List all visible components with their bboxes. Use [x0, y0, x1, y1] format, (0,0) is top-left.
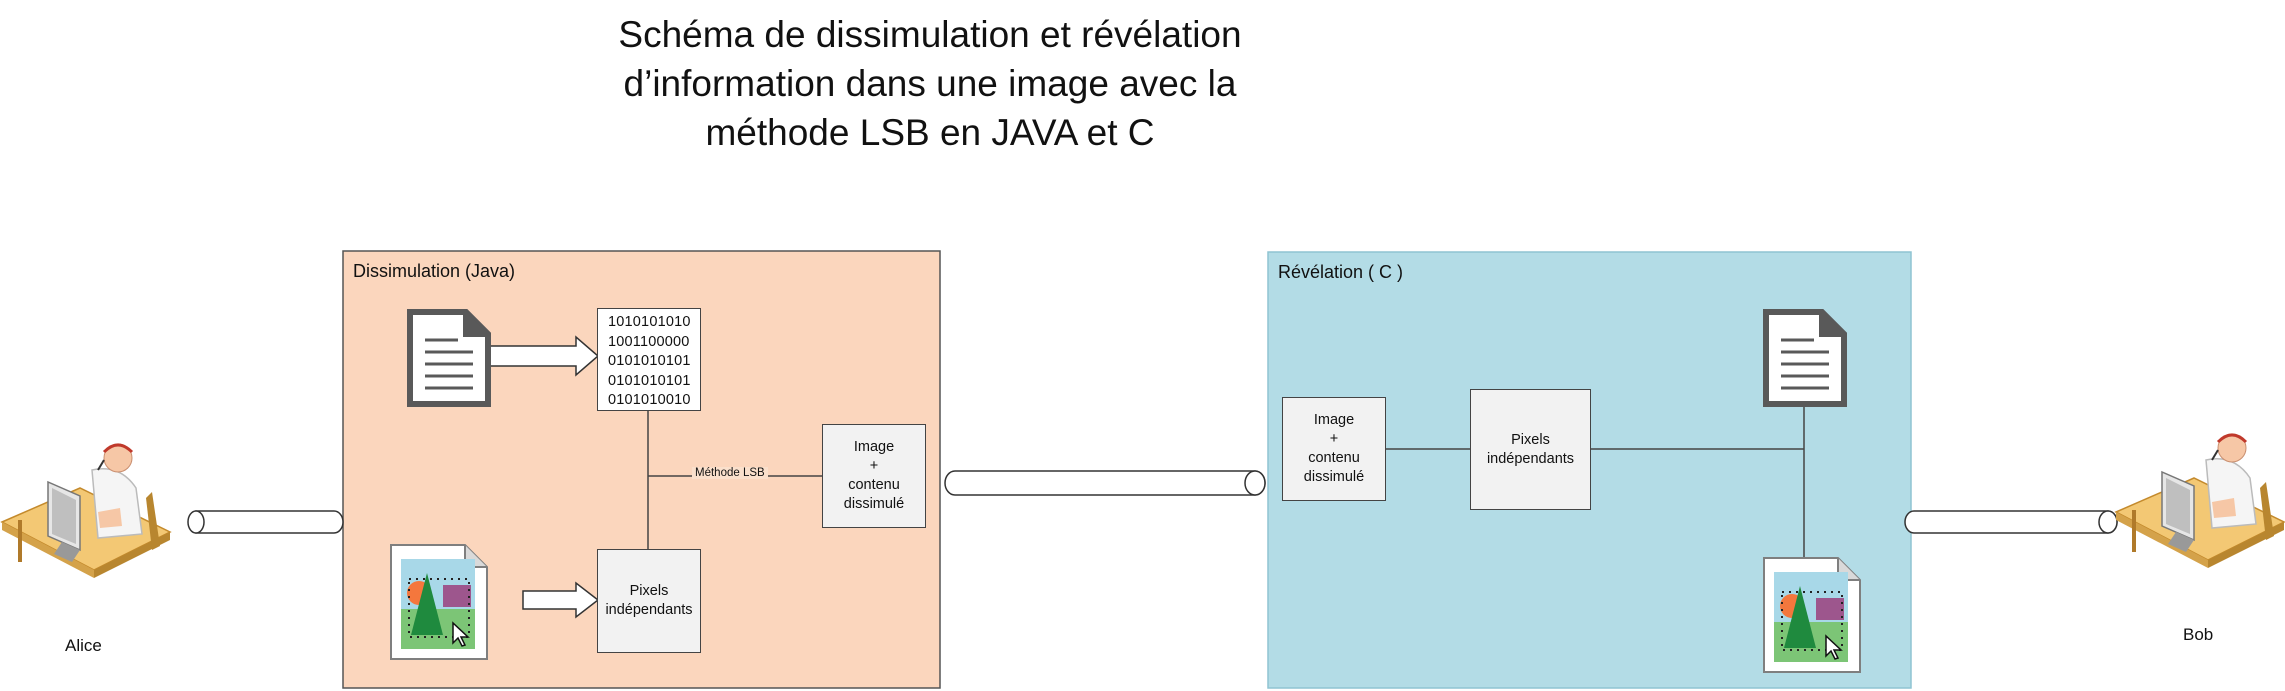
document-icon: [410, 312, 488, 404]
binary-line: 0101010101: [608, 353, 691, 369]
pixels-label-line: indépendants: [1486, 450, 1575, 467]
input-label-line: dissimulé: [1303, 469, 1365, 485]
diagram-title: Schéma de dissimulation et révélation d’…: [560, 10, 1300, 157]
image-file-icon: [1763, 557, 1861, 673]
block-arrow-icon: [488, 335, 600, 377]
result-label-line: Image: [853, 439, 895, 455]
bob-user-at-computer-icon: [2114, 432, 2285, 570]
result-label-line: dissimulé: [843, 496, 905, 512]
pipe-alice-to-hide: [187, 510, 344, 534]
panel-label-revelation: Révélation ( C ): [1278, 262, 1404, 282]
input-label-line: contenu: [1308, 450, 1360, 466]
title-line-2: d’information dans une image avec la: [623, 63, 1237, 104]
alice-user-at-computer-icon: [0, 442, 172, 580]
lsb-method-label: Méthode LSB: [692, 467, 768, 479]
binary-line: 0101010101: [608, 372, 691, 389]
title-line-1: Schéma de dissimulation et révélation: [618, 14, 1242, 55]
binary-line: 0101010010: [608, 392, 691, 408]
pixels-label-line: Pixels: [1511, 431, 1550, 448]
result-label-line: contenu: [848, 477, 900, 493]
receiver-name: Bob: [2183, 625, 2214, 644]
block-arrow-icon: [522, 581, 600, 619]
pixels-box-reveal: Pixels indépendants: [1470, 389, 1591, 510]
image-file-icon: [390, 544, 488, 660]
image-with-hidden-content-box-reveal: Image + contenu dissimulé: [1282, 397, 1386, 501]
binary-line: 1010101010: [608, 314, 691, 330]
result-label-line: +: [869, 458, 879, 474]
pipe-reveal-to-bob: [1904, 510, 2118, 534]
input-label-line: +: [1329, 431, 1339, 447]
binary-data-box: 1010101010 1001100000 0101010101 0101010…: [597, 308, 701, 411]
sender-name: Alice: [65, 636, 102, 655]
title-line-3: méthode LSB en JAVA et C: [705, 112, 1155, 153]
pipe-hide-to-reveal: [944, 470, 1266, 496]
binary-line: 1001100000: [608, 333, 690, 350]
image-with-hidden-content-box: Image + contenu dissimulé: [822, 424, 926, 528]
pixels-box-hide: Pixels indépendants: [597, 549, 701, 653]
pixels-label-line: Pixels: [629, 583, 669, 599]
panel-label-dissimulation: Dissimulation (Java): [353, 261, 516, 281]
input-label-line: Image: [1313, 412, 1355, 428]
document-icon: [1766, 312, 1844, 404]
pixels-label-line: indépendants: [605, 602, 693, 618]
